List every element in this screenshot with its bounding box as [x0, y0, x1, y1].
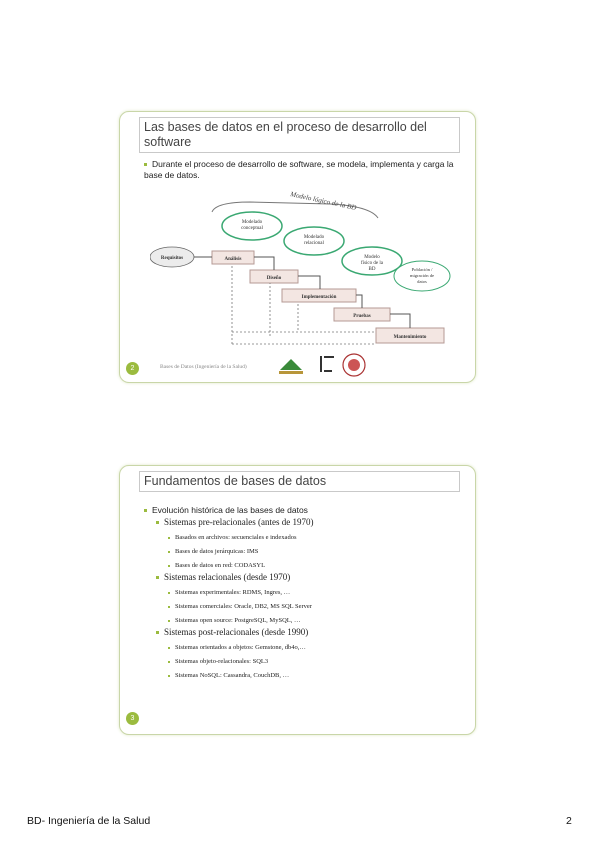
university-logo-green: [279, 359, 303, 374]
bullet-dot: [168, 550, 170, 553]
bullet-dot: [156, 576, 159, 580]
bullet-dot: [156, 521, 159, 525]
list-item-text: Sistemas objeto-relacionales: SQL3: [175, 658, 269, 665]
document-page-number: 2: [566, 815, 572, 827]
bubble-physical: [341, 246, 403, 276]
list-item-text: Sistemas NoSQL: Cassandra, CouchDB, …: [175, 672, 290, 679]
bullet-dot: [168, 674, 170, 677]
list-item: Sistemas experimentales: RDMS, Ingres, …: [168, 587, 290, 598]
bullet-dot: [156, 631, 159, 635]
group-label-text: Sistemas post-relacionales (desde 1990): [164, 627, 309, 637]
bullet-dot: [168, 619, 170, 622]
bubble-conceptual: [221, 211, 283, 241]
bullet-text: Durante el proceso de desarrollo de soft…: [144, 159, 454, 180]
list-item: Bases de datos jerárquicas: IMS: [168, 546, 258, 557]
list-item-text: Sistemas comerciales: Oracle, DB2, MS SQ…: [175, 603, 312, 610]
bullet-dot: [168, 660, 170, 663]
bullet-dot: [168, 564, 170, 567]
list-item: Bases de datos en red: CODASYL: [168, 560, 265, 571]
list-item-text: Bases de datos en red: CODASYL: [175, 562, 266, 569]
slide-title: Fundamentos de bases de datos: [139, 471, 460, 492]
list-item-text: Sistemas experimentales: RDMS, Ingres, …: [175, 589, 291, 596]
list-item-text: Sistemas open source: PostgreSQL, MySQL,…: [175, 617, 301, 624]
slide-1: Las bases de datos en el proceso de desa…: [119, 111, 476, 383]
slide-2: Fundamentos de bases de datos Evolución …: [119, 465, 476, 735]
step-mantenimiento-text: Mantenimiento: [394, 335, 427, 340]
list-item-text: Basados en archivos: secuenciales e inde…: [175, 534, 297, 541]
step-diseno-text: Diseño: [267, 276, 282, 281]
bullet-dot: [168, 536, 170, 539]
group-3-label: Sistemas post-relacionales (desde 1990): [156, 627, 308, 638]
slide-footer: Bases de Datos (Ingeniería de la Salud): [160, 364, 247, 370]
bubble-relational: [283, 226, 345, 256]
list-item: Sistemas comerciales: Oracle, DB2, MS SQ…: [168, 601, 312, 612]
document-footer-title: BD- Ingeniería de la Salud: [27, 815, 151, 827]
bullet-dot: [168, 605, 170, 608]
list-item: Sistemas objeto-relacionales: SQL3: [168, 656, 268, 667]
brace-shape: [211, 201, 379, 219]
list-item-text: Bases de datos jerárquicas: IMS: [175, 548, 259, 555]
slide-title: Las bases de datos en el proceso de desa…: [139, 117, 460, 153]
list-item: Sistemas open source: PostgreSQL, MySQL,…: [168, 615, 300, 626]
step-implementacion-text: Implementación: [302, 295, 337, 300]
page-number-badge: 2: [126, 362, 139, 375]
feedback-lines: [231, 264, 376, 345]
cloud-poblacion: [393, 260, 451, 292]
step-connectors: [194, 256, 411, 328]
bullet-dot: [144, 163, 147, 167]
step-pruebas-text: Pruebas: [353, 314, 371, 319]
group-label-text: Sistemas pre-relacionales (antes de 1970…: [164, 517, 314, 527]
bullet-item: Evolución histórica de las bases de dato…: [144, 505, 308, 516]
bullet-text: Evolución histórica de las bases de dato…: [152, 505, 308, 515]
bullet-dot: [168, 646, 170, 649]
group-2-label: Sistemas relacionales (desde 1970): [156, 572, 290, 583]
bullet-item: Durante el proceso de desarrollo de soft…: [144, 159, 454, 181]
list-item-text: Sistemas orientados a objetos: Gemstone,…: [175, 644, 306, 651]
school-logo: [320, 356, 334, 372]
bullet-dot: [168, 591, 170, 594]
page-number-badge: 3: [126, 712, 139, 725]
list-item: Sistemas NoSQL: Cassandra, CouchDB, …: [168, 670, 289, 681]
brace-label: Modelo lógico de la BD: [289, 190, 357, 212]
group-label-text: Sistemas relacionales (desde 1970): [164, 572, 291, 582]
list-item: Sistemas orientados a objetos: Gemstone,…: [168, 642, 306, 653]
group-1-label: Sistemas pre-relacionales (antes de 1970…: [156, 517, 313, 528]
step-analisis-text: Análisis: [225, 257, 242, 262]
university-seal: [342, 353, 366, 377]
cloud-requisitos-text: Requisitos: [161, 256, 183, 261]
bullet-dot: [144, 509, 147, 513]
list-item: Basados en archivos: secuenciales e inde…: [168, 532, 296, 543]
